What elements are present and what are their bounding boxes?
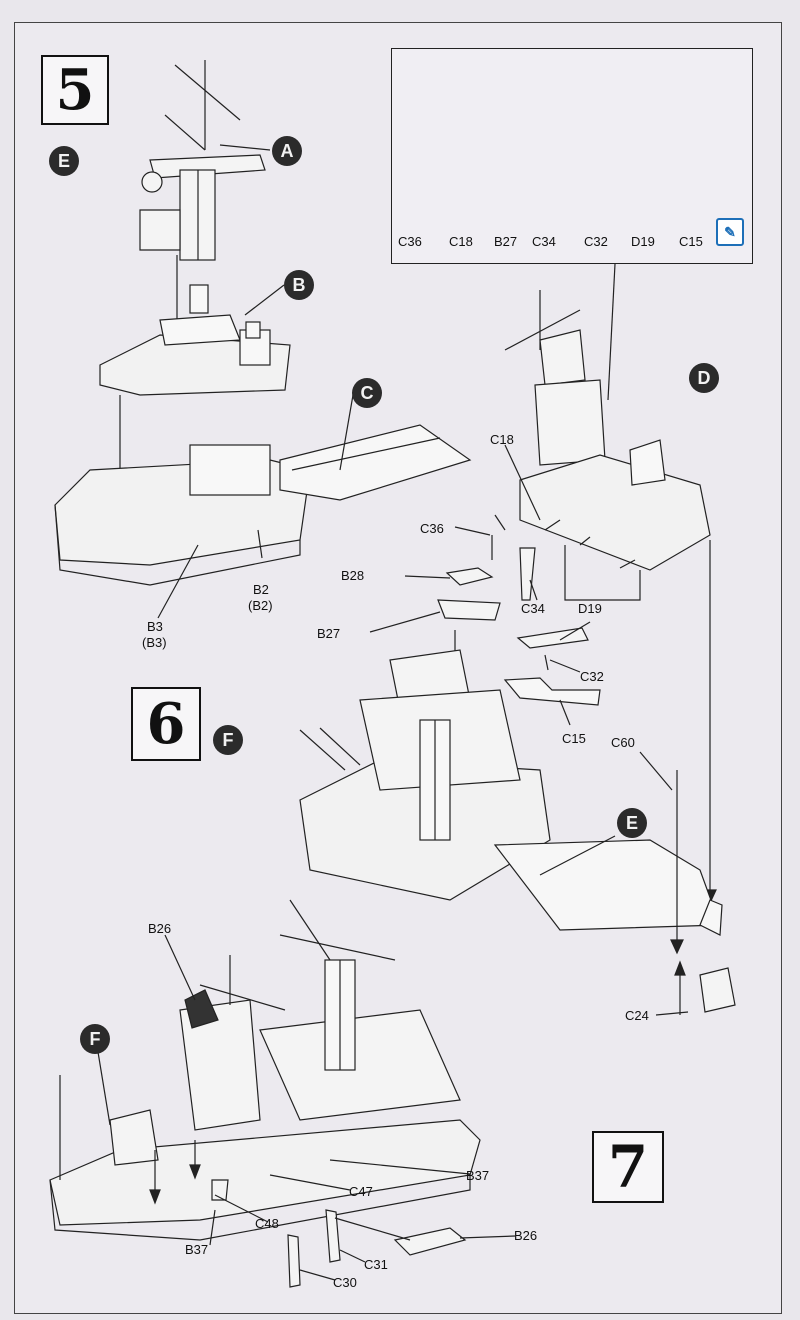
part-label-c36: C36: [420, 521, 444, 536]
step-5-number: 5: [41, 55, 109, 125]
part-label-c15: C15: [562, 731, 586, 746]
inset-label: C18: [449, 234, 473, 249]
inset-label: D19: [631, 234, 655, 249]
part-label-b37-right: B37: [466, 1168, 490, 1183]
part-label-d19: D19: [578, 601, 602, 616]
callout-d: D: [689, 363, 719, 393]
inset-label: C34: [532, 234, 556, 249]
part-label-b37-left: B37: [185, 1242, 209, 1257]
part-label-b3: B3: [147, 619, 163, 634]
paint-brush-icon: ✎: [716, 218, 744, 246]
callout-c: C: [352, 378, 382, 408]
part-label-c18: C18: [490, 432, 514, 447]
part-label-c48: C48: [255, 1216, 279, 1231]
part-label-b2: B2: [253, 582, 269, 597]
callout-e-top: E: [49, 146, 79, 176]
part-label-c60: C60: [611, 735, 635, 750]
part-label-b2-paren: (B2): [248, 598, 273, 613]
callout-a: A: [272, 136, 302, 166]
part-label-b26-bottom: B26: [514, 1228, 538, 1243]
callout-f-step6: F: [213, 725, 243, 755]
inset-label: B27: [494, 234, 518, 249]
callout-f-step7: F: [80, 1024, 110, 1054]
part-label-b26-top: B26: [148, 921, 172, 936]
part-label-c31: C31: [364, 1257, 388, 1272]
inset-label: C32: [584, 234, 608, 249]
step-6-number: 6: [131, 687, 201, 761]
part-label-b27: B27: [317, 626, 341, 641]
part-label-c24: C24: [625, 1008, 649, 1023]
part-label-c47: C47: [349, 1184, 373, 1199]
part-label-c34: C34: [521, 601, 545, 616]
part-label-c30: C30: [333, 1275, 357, 1290]
detail-inset: [391, 48, 753, 264]
step-7-number: 7: [592, 1131, 664, 1203]
part-label-b28: B28: [341, 568, 365, 583]
inset-label: C36: [398, 234, 422, 249]
part-label-b3-paren: (B3): [142, 635, 167, 650]
callout-e-mid: E: [617, 808, 647, 838]
inset-label: C15: [679, 234, 703, 249]
callout-b: B: [284, 270, 314, 300]
part-label-c32: C32: [580, 669, 604, 684]
